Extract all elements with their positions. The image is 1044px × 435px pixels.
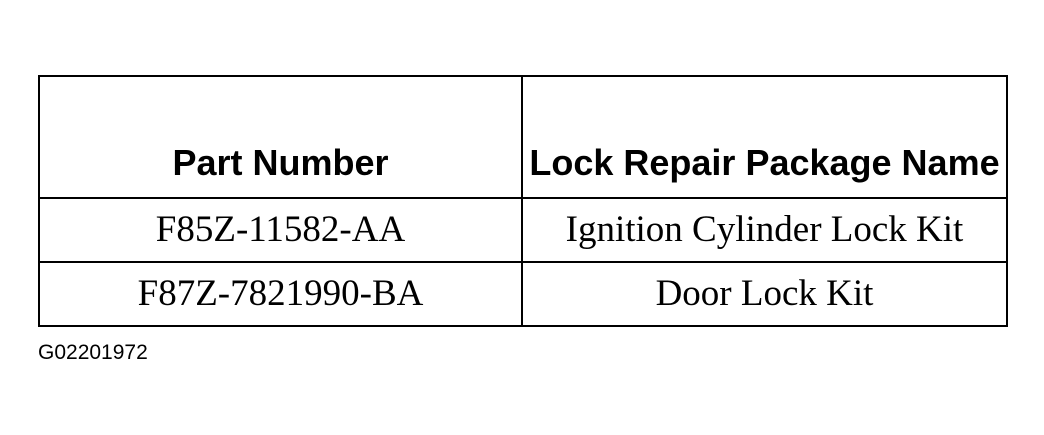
figure-id: G02201972	[38, 341, 148, 364]
table-row: F85Z-11582-AA Ignition Cylinder Lock Kit	[38, 197, 1008, 263]
header-package-name: Lock Repair Package Name	[521, 75, 1008, 199]
header-package-name-label: Lock Repair Package Name	[529, 142, 1000, 183]
part-number-cell: F87Z-7821990-BA	[38, 261, 523, 327]
table-row: F87Z-7821990-BA Door Lock Kit	[38, 261, 1008, 327]
header-part-number: Part Number	[38, 75, 523, 199]
table-header-row: Part Number Lock Repair Package Name	[38, 75, 1008, 199]
header-part-number-label: Part Number	[172, 142, 389, 183]
part-number-cell: F85Z-11582-AA	[38, 197, 523, 263]
parts-table: Part Number Lock Repair Package Name F85…	[38, 75, 1008, 327]
package-name-cell: Ignition Cylinder Lock Kit	[521, 197, 1008, 263]
package-name-cell: Door Lock Kit	[521, 261, 1008, 327]
